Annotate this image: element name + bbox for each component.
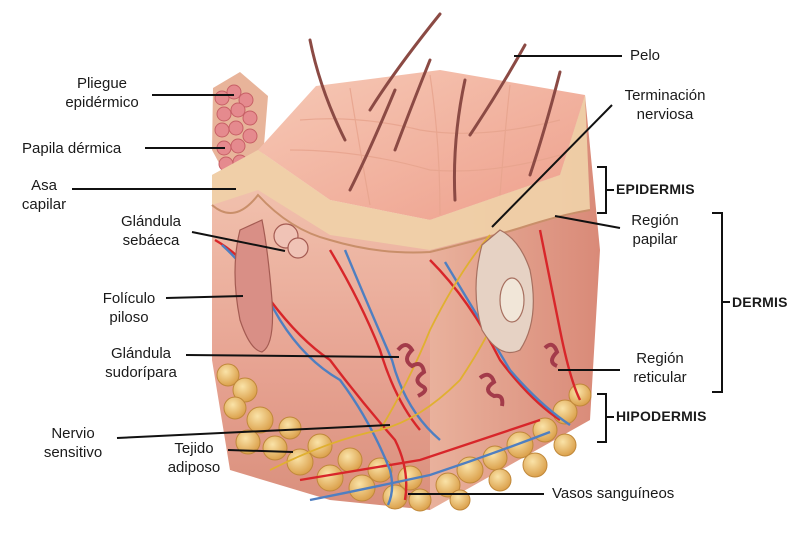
label-nervio-sensitivo: Nervio sensitivo: [31, 424, 115, 462]
label-region-reticular: Región reticular: [624, 349, 696, 387]
label-region-papilar: Región papilar: [624, 211, 686, 249]
layer-epidermis: EPIDERMIS: [616, 181, 695, 197]
label-vasos-sanguineos: Vasos sanguíneos: [552, 484, 674, 503]
layer-brackets: [597, 167, 730, 442]
label-foliculo-piloso: Folículo piloso: [92, 289, 166, 327]
label-tejido-adiposo: Tejido adiposo: [160, 439, 228, 477]
layer-hipodermis: HIPODERMIS: [616, 408, 707, 424]
label-papila-dermica: Papila dérmica: [22, 139, 121, 158]
label-asa-capilar: Asa capilar: [16, 176, 72, 214]
label-glandula-sudoripara: Glándula sudorípara: [96, 344, 186, 382]
label-terminacion-nerviosa: Terminación nerviosa: [612, 86, 718, 124]
layer-dermis: DERMIS: [732, 294, 788, 310]
label-pelo: Pelo: [630, 46, 660, 65]
label-glandula-sebacea: Glándula sebáeca: [106, 212, 196, 250]
label-pliegue-epidermico: Pliegue epidérmico: [54, 74, 150, 112]
